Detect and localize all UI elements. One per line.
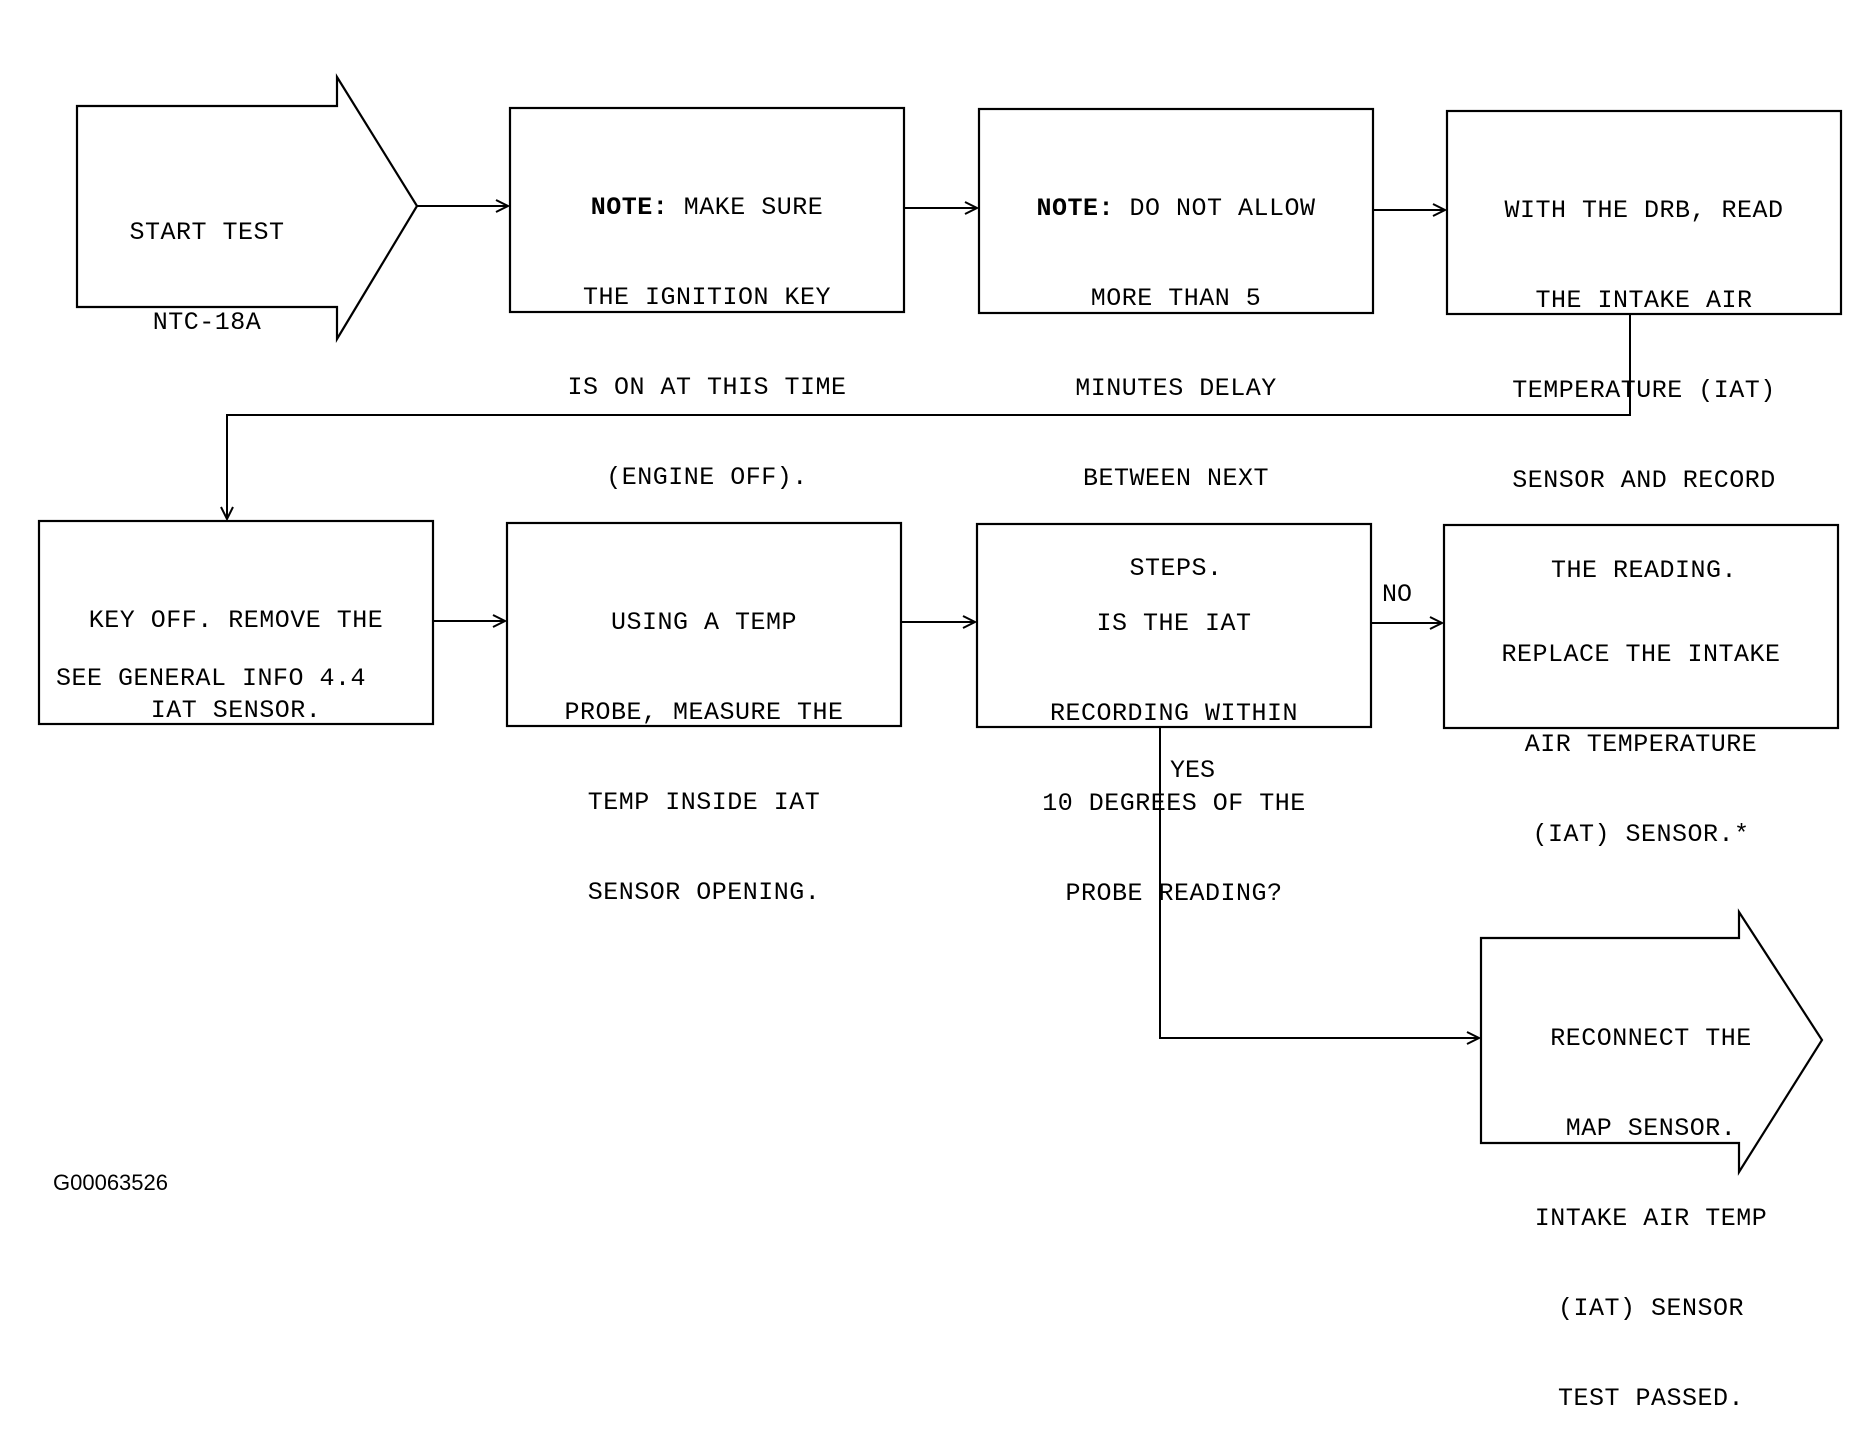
note-ignition-box [508, 106, 906, 314]
replace-box [1442, 523, 1840, 730]
key-off-footer: SEE GENERAL INFO 4.4 [56, 664, 367, 693]
start-line-2: NTC-18A [152, 308, 262, 337]
passed-text: RECONNECT THE MAP SENSOR. INTAKE AIR TEM… [1481, 964, 1821, 1444]
read-iat-line-3: TEMPERATURE (IAT) [1512, 376, 1776, 405]
read-iat-line-2: THE INTAKE AIR [1535, 286, 1753, 315]
arrowhead-key-off [220, 506, 234, 522]
key-off-box [37, 519, 435, 726]
decision-line-4: PROBE READING? [1065, 879, 1283, 908]
temp-probe-line-3: TEMP INSIDE IAT [587, 788, 821, 817]
read-iat-line-5: THE READING. [1550, 556, 1738, 585]
decision-text: IS THE IAT RECORDING WITHIN 10 DEGREES O… [977, 549, 1371, 939]
key-off-line-1: KEY OFF. REMOVE THE [88, 606, 384, 635]
note-delay-line-1: NOTE: DO NOT ALLOW [979, 194, 1373, 224]
read-iat-line-4: SENSOR AND RECORD [1512, 466, 1776, 495]
decision-box [975, 522, 1373, 729]
read-iat-text: WITH THE DRB, READ THE INTAKE AIR TEMPER… [1447, 136, 1841, 616]
arrowhead-note-delay [964, 201, 980, 215]
edge-label-yes: YES [1170, 756, 1216, 785]
note-ignition-line-4: (ENGINE OFF). [606, 463, 808, 492]
arrowhead-read-iat [1432, 203, 1448, 217]
decision-line-2: RECORDING WITHIN [1049, 699, 1299, 728]
decision-line-3: 10 DEGREES OF THE [1042, 789, 1306, 818]
note-delay-line-2: MORE THAN 5 [1090, 284, 1262, 313]
start-node-text: START TEST NTC-18A [77, 158, 337, 368]
replace-line-2: AIR TEMPERATURE [1524, 730, 1758, 759]
note-delay-box [977, 107, 1375, 315]
temp-probe-box [505, 521, 903, 728]
passed-line-5: TEST PASSED. [1557, 1384, 1745, 1413]
temp-probe-text: USING A TEMP PROBE, MEASURE THE TEMP INS… [507, 548, 901, 938]
note-ignition-text: NOTE: MAKE SURE THE IGNITION KEY IS ON A… [510, 133, 904, 523]
note-ignition-line-1-rest: MAKE SURE [668, 193, 824, 222]
note-label: NOTE: [590, 193, 669, 222]
key-off-line-2: IAT SENSOR. [150, 696, 322, 725]
start-line-1: START TEST [129, 218, 285, 247]
start-arrow-shape [75, 73, 419, 343]
note-delay-line-5: STEPS. [1129, 554, 1223, 583]
connector-decision-yes-to-passed [1159, 727, 1479, 1039]
arrowhead-passed [1466, 1031, 1482, 1045]
key-off-text: KEY OFF. REMOVE THE IAT SENSOR. [39, 546, 433, 756]
note-delay-line-1-rest: DO NOT ALLOW [1113, 194, 1316, 223]
passed-line-3: INTAKE AIR TEMP [1534, 1204, 1768, 1233]
passed-line-4: (IAT) SENSOR [1557, 1294, 1745, 1323]
note-ignition-line-3: IS ON AT THIS TIME [567, 373, 847, 402]
figure-id: G00063526 [53, 1170, 168, 1195]
arrowhead-temp-probe [492, 614, 508, 628]
decision-line-1: IS THE IAT [1096, 609, 1252, 638]
flowchart-canvas [37, 73, 1843, 1176]
passed-line-1: RECONNECT THE [1550, 1024, 1752, 1053]
replace-line-1: REPLACE THE INTAKE [1501, 640, 1781, 669]
temp-probe-line-4: SENSOR OPENING. [587, 878, 821, 907]
read-iat-line-1: WITH THE DRB, READ [1504, 196, 1784, 225]
arrowhead-decision [962, 615, 978, 629]
note-delay-line-4: BETWEEN NEXT [1082, 464, 1270, 493]
arrowhead-replace [1429, 616, 1445, 630]
note-ignition-line-1: NOTE: MAKE SURE [510, 193, 904, 223]
note-label: NOTE: [1036, 194, 1114, 223]
arrowhead-note-ignition [495, 199, 511, 213]
temp-probe-line-1: USING A TEMP [610, 608, 798, 637]
note-delay-line-3: MINUTES DELAY [1075, 374, 1277, 403]
edge-label-no: NO [1382, 580, 1413, 609]
note-delay-text: NOTE: DO NOT ALLOW MORE THAN 5 MINUTES D… [979, 134, 1373, 614]
passed-arrow-shape [1479, 908, 1824, 1176]
read-iat-box [1445, 109, 1843, 316]
note-ignition-line-2: THE IGNITION KEY [582, 283, 832, 312]
replace-line-3: (IAT) SENSOR.* [1532, 820, 1750, 849]
replace-text: REPLACE THE INTAKE AIR TEMPERATURE (IAT)… [1444, 580, 1838, 880]
passed-line-2: MAP SENSOR. [1565, 1114, 1737, 1143]
temp-probe-line-2: PROBE, MEASURE THE [564, 698, 844, 727]
connector-read-iat-to-key-off [226, 314, 1631, 519]
